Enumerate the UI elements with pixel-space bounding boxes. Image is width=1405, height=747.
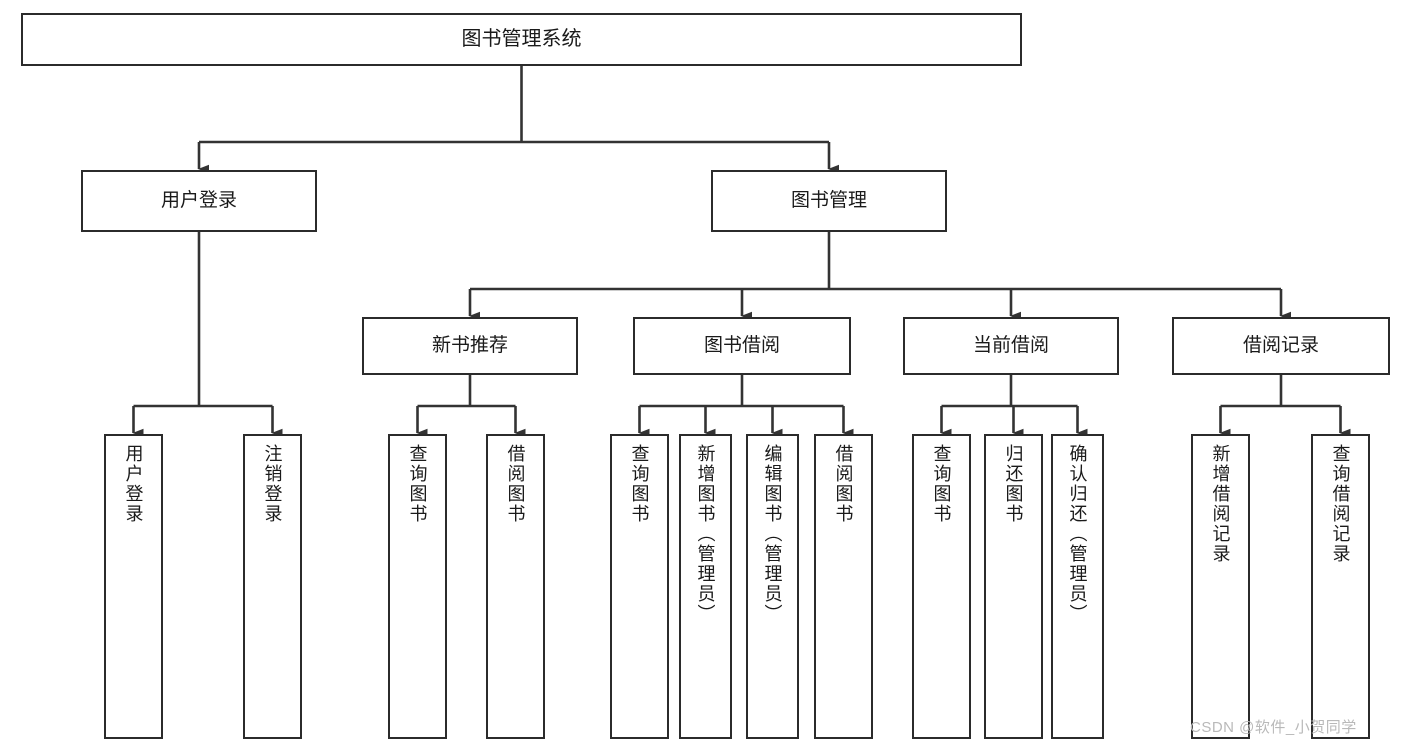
leaf-query-book-1-label: 查询图书 — [407, 444, 428, 524]
leaf-query-record-label: 查询借阅记录 — [1330, 444, 1351, 564]
leaf-logout-label: 注销登录 — [262, 444, 283, 524]
leaf-return-book[interactable]: 归还图书 — [984, 434, 1043, 739]
node-root[interactable]: 图书管理系统 — [21, 13, 1022, 66]
node-new-book-rec[interactable]: 新书推荐 — [362, 317, 578, 375]
leaf-borrow-book-2[interactable]: 借阅图书 — [814, 434, 873, 739]
leaf-query-book-3-label: 查询图书 — [931, 444, 952, 524]
node-book-borrow-label: 图书借阅 — [703, 334, 780, 356]
node-borrow-record-label: 借阅记录 — [1242, 334, 1319, 356]
csdn-watermark: CSDN @软件_小贺同学 — [1190, 719, 1357, 736]
leaf-borrow-book-1-label: 借阅图书 — [505, 444, 526, 524]
leaf-logout[interactable]: 注销登录 — [243, 434, 302, 739]
leaf-confirm-return-label: 确认归还（管理员） — [1067, 444, 1088, 624]
node-book-manage[interactable]: 图书管理 — [711, 170, 947, 232]
leaf-user-login[interactable]: 用户登录 — [104, 434, 163, 739]
node-user-login-label: 用户登录 — [160, 189, 237, 211]
node-root-label: 图书管理系统 — [461, 27, 582, 50]
node-new-book-rec-label: 新书推荐 — [431, 334, 508, 356]
leaf-return-book-label: 归还图书 — [1003, 444, 1024, 524]
leaf-confirm-return[interactable]: 确认归还（管理员） — [1051, 434, 1104, 739]
node-current-borrow-label: 当前借阅 — [972, 334, 1049, 356]
leaf-edit-book[interactable]: 编辑图书（管理员） — [746, 434, 799, 739]
leaf-query-book-3[interactable]: 查询图书 — [912, 434, 971, 739]
leaf-query-book-2-label: 查询图书 — [629, 444, 650, 524]
node-book-borrow[interactable]: 图书借阅 — [633, 317, 851, 375]
node-book-manage-label: 图书管理 — [790, 189, 867, 211]
node-user-login[interactable]: 用户登录 — [81, 170, 317, 232]
leaf-query-book-2[interactable]: 查询图书 — [610, 434, 669, 739]
leaf-edit-book-label: 编辑图书（管理员） — [762, 444, 783, 624]
leaf-add-record-label: 新增借阅记录 — [1210, 444, 1231, 564]
leaf-add-book[interactable]: 新增图书（管理员） — [679, 434, 732, 739]
node-current-borrow[interactable]: 当前借阅 — [903, 317, 1119, 375]
leaf-query-record[interactable]: 查询借阅记录 — [1311, 434, 1370, 739]
leaf-add-book-label: 新增图书（管理员） — [695, 444, 716, 624]
leaf-query-book-1[interactable]: 查询图书 — [388, 434, 447, 739]
leaf-borrow-book-1[interactable]: 借阅图书 — [486, 434, 545, 739]
leaf-add-record[interactable]: 新增借阅记录 — [1191, 434, 1250, 739]
leaf-user-login-label: 用户登录 — [123, 444, 144, 524]
leaf-borrow-book-2-label: 借阅图书 — [833, 444, 854, 524]
node-borrow-record[interactable]: 借阅记录 — [1172, 317, 1390, 375]
